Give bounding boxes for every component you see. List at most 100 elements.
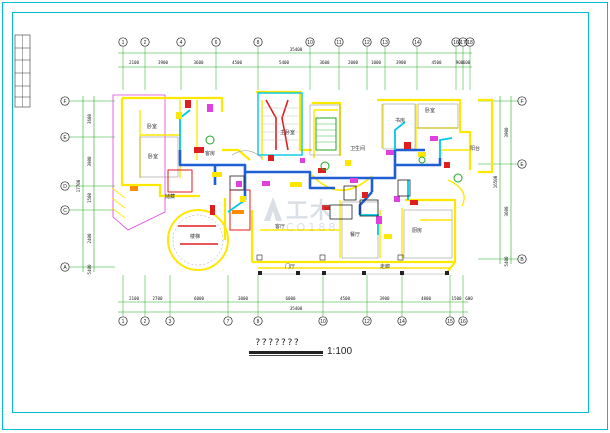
left-bubble-0-label: F	[63, 99, 66, 105]
left-dim-total: 17700	[76, 179, 81, 192]
top-bubble-0-label: 1	[122, 40, 125, 46]
left-bubble-0-circle	[60, 96, 70, 106]
right-bubble-2-circle	[517, 254, 527, 264]
top-bubble-10-circle	[451, 37, 461, 47]
right-bubble-1-label: E	[520, 162, 524, 168]
right-dim-1: 3600	[504, 206, 509, 217]
bottom-bubble-5-circle	[318, 316, 328, 326]
top-dim-7: 1000	[371, 60, 382, 65]
top-bubble-3-circle	[211, 37, 221, 47]
left-bubble-4-circle	[60, 262, 70, 272]
top-dim-2: 3600	[193, 60, 204, 65]
top-bubble-4-circle	[253, 37, 263, 47]
top-bubble-10-label: 16	[453, 40, 459, 46]
top-dim-10: 900	[456, 60, 464, 65]
bottom-dim-4: 6000	[285, 296, 296, 301]
top-bubble-2-label: 4	[180, 40, 183, 46]
equipment-units	[130, 100, 450, 239]
left-bubble-1-label: E	[63, 135, 67, 141]
top-bubble-11-circle	[458, 37, 468, 47]
top-dim-6: 2000	[348, 60, 359, 65]
left-dim-4: 5400	[87, 264, 92, 275]
top-bubble-3-label: 6	[215, 40, 218, 46]
top-dim-4: 5400	[279, 60, 290, 65]
left-dim-0: 3600	[87, 113, 92, 124]
curved-entrance	[231, 150, 263, 159]
top-bubble-2-circle	[176, 37, 186, 47]
right-dim-2: 5400	[504, 256, 509, 267]
room-label-r7: 厨房	[412, 227, 422, 234]
top-bubble-12-label: 18	[467, 40, 473, 46]
left-dim-3: 2400	[87, 233, 92, 244]
fan-units	[205, 135, 463, 183]
right-dim-0: 3900	[504, 127, 509, 138]
bottom-dim-7: 4800	[421, 296, 432, 301]
exterior-walls	[120, 90, 494, 276]
room-label-r5: 书房	[395, 117, 405, 124]
room-label-r14: 门厅	[285, 263, 295, 270]
left-bubble-1-circle	[60, 132, 70, 142]
title-underline	[249, 351, 323, 354]
watermark: 工木 CO188	[262, 193, 382, 241]
bottom-dim-1: 2700	[152, 296, 163, 301]
bottom-bubble-1-circle	[140, 316, 150, 326]
drawing-scale: 1:100	[327, 346, 353, 357]
bottom-bubble-4-label: 8	[257, 319, 260, 325]
bottom-bubble-9-circle	[458, 316, 468, 326]
bottom-bubble-8-circle	[445, 316, 455, 326]
left-bubble-2-label: D	[63, 184, 67, 190]
title-underline-thin	[249, 355, 323, 356]
room-label-r6: 卧室	[425, 107, 435, 114]
floor-plan: 卧室 卧室 客厅 餐厅 书房 卧室 厨房 卫生间 阳台 主卧室 客房 储藏 楼梯…	[111, 90, 494, 276]
left-wing-outline	[112, 94, 166, 231]
drawing-title: ???????	[255, 338, 300, 348]
bottom-bubble-2-label: 3	[169, 319, 172, 325]
right-bubble-0-circle	[517, 96, 527, 106]
room-label-r1: 卧室	[147, 123, 157, 130]
top-dim-3: 4500	[232, 60, 243, 65]
bottom-bubble-6-label: 12	[364, 319, 370, 325]
front-porch	[256, 254, 450, 275]
drawing-frame	[12, 12, 589, 413]
room-label-r9: 阳台	[470, 145, 480, 152]
left-bubble-3-circle	[60, 205, 70, 215]
top-bubble-0-circle	[118, 37, 128, 47]
right-bubble-0-label: F	[520, 99, 523, 105]
stair-east	[315, 117, 337, 151]
room-label-r4: 餐厅	[350, 231, 360, 238]
room-label-r15: 走廊	[380, 263, 390, 270]
top-bubble-9-circle	[412, 37, 422, 47]
shaft-boxes	[167, 169, 251, 231]
drawing-title-block: ??????? 1:100	[249, 338, 389, 360]
bottom-dim-5: 4500	[340, 296, 351, 301]
room-label-r3: 客厅	[275, 223, 285, 230]
top-dim-total: 35400	[290, 47, 303, 52]
bottom-dim-8: 1500	[451, 296, 462, 301]
left-dim-1: 3900	[87, 156, 92, 167]
bottom-dim-total: 35400	[290, 306, 303, 311]
room-label-r2: 卧室	[148, 153, 158, 160]
left-bubble-3-label: C	[63, 208, 67, 214]
bottom-bubble-0-circle	[118, 316, 128, 326]
bottom-dim-3: 3000	[238, 296, 249, 301]
left-bubble-2-circle	[60, 181, 70, 191]
room-label-r12: 储藏	[165, 193, 175, 200]
bottom-dim-2: 6000	[194, 296, 205, 301]
top-bubble-7-circle	[362, 37, 372, 47]
bottom-dim-0: 2100	[129, 296, 140, 301]
top-bubble-11-label: 17	[460, 40, 466, 46]
top-bubble-8-label: 13	[382, 40, 388, 46]
top-bubble-5-circle	[305, 37, 315, 47]
bottom-dim-6: 3900	[379, 296, 390, 301]
bottom-bubble-8-label: 15	[447, 319, 453, 325]
top-dim-8: 3900	[396, 60, 407, 65]
top-bubble-9-label: 14	[414, 40, 420, 46]
top-dim-0: 2100	[129, 60, 140, 65]
left-bubble-4-label: A	[63, 265, 67, 271]
bottom-bubble-0-label: 1	[122, 319, 125, 325]
stair-core	[257, 92, 303, 156]
top-bubble-7-label: 12	[364, 40, 370, 46]
bottom-bubble-7-circle	[397, 316, 407, 326]
top-dim-9: 4500	[431, 60, 442, 65]
